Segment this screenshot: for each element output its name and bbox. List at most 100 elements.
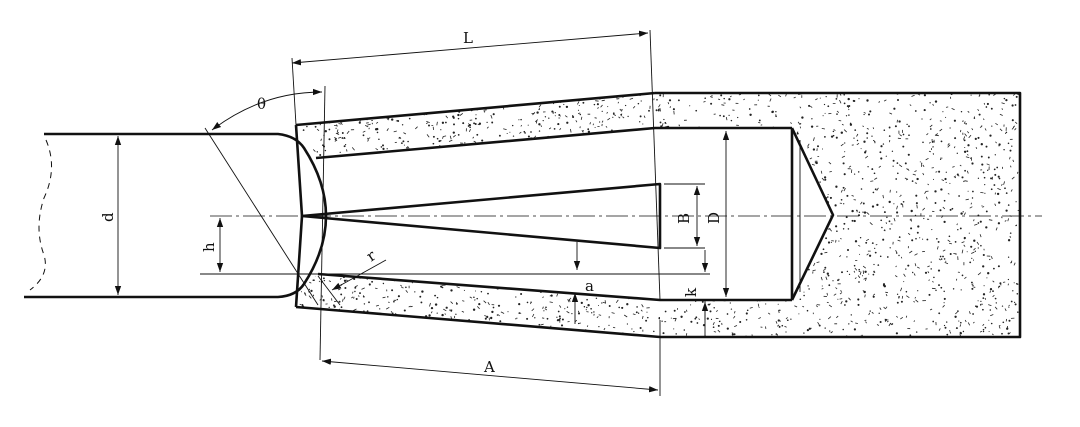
stipple-dot <box>706 153 709 156</box>
stipple-dot <box>821 285 823 287</box>
stipple-dot <box>674 138 677 142</box>
stipple-dot <box>771 334 773 336</box>
stipple-dot <box>669 198 673 202</box>
stipple-dot <box>949 252 952 256</box>
stipple-dot <box>438 140 441 143</box>
stipple-dot <box>844 142 846 144</box>
stipple-dot <box>816 261 820 263</box>
stipple-dot <box>915 202 918 205</box>
stipple-dot <box>945 106 949 108</box>
stipple-dot <box>777 303 779 305</box>
stipple-dot <box>579 113 582 116</box>
stipple-dot <box>662 332 665 335</box>
stipple-dot <box>682 259 685 262</box>
stipple-dot <box>819 318 821 320</box>
stipple-dot <box>931 140 934 143</box>
stipple-dot <box>858 268 861 271</box>
stipple-dot <box>989 134 992 137</box>
stipple-dot <box>1011 119 1014 122</box>
stipple-dot <box>699 197 702 200</box>
stipple-dot <box>729 302 731 304</box>
stipple-dot <box>441 286 444 289</box>
stipple-dot <box>428 329 430 332</box>
stipple-dot <box>843 129 847 133</box>
stipple-dot <box>847 228 850 230</box>
stipple-dot <box>507 311 509 313</box>
stipple-dot <box>412 106 416 109</box>
stipple-dot <box>556 148 559 152</box>
stipple-dot <box>402 322 405 326</box>
stipple-dot <box>708 292 712 295</box>
stipple-dot <box>643 115 646 118</box>
stipple-dot <box>775 115 777 118</box>
stipple-dot <box>978 113 981 116</box>
stipple-dot <box>879 320 882 324</box>
stipple-dot <box>822 223 825 225</box>
stipple-dot <box>489 329 492 332</box>
stipple-dot <box>664 310 667 313</box>
stipple-dot <box>882 284 885 287</box>
stipple-dot <box>421 93 423 96</box>
stipple-dot <box>503 275 506 277</box>
stipple-dot <box>951 108 955 111</box>
stipple-dot <box>854 277 857 280</box>
stipple-dot <box>338 136 342 139</box>
stipple-dot <box>331 111 334 113</box>
stipple-dot <box>853 137 855 139</box>
stipple-dot <box>557 310 560 313</box>
stipple-dot <box>734 325 738 327</box>
stipple-dot <box>770 269 774 273</box>
stipple-dot <box>837 279 839 282</box>
stipple-dot <box>776 150 778 152</box>
stipple-dot <box>326 108 328 111</box>
stipple-dot <box>694 201 696 204</box>
stipple-dot <box>397 329 399 331</box>
stipple-dot <box>977 177 980 179</box>
stipple-dot <box>939 209 942 212</box>
stipple-dot <box>985 106 988 108</box>
stipple-dot <box>1005 209 1008 212</box>
stipple-dot <box>577 112 581 115</box>
stipple-dot <box>433 104 437 108</box>
stipple-dot <box>835 185 838 188</box>
stipple-dot <box>346 149 348 152</box>
stipple-dot <box>964 146 966 149</box>
stipple-dot <box>612 113 617 116</box>
stipple-dot <box>648 109 650 112</box>
stipple-dot <box>611 312 615 314</box>
stipple-dot <box>716 166 719 169</box>
stipple-dot <box>497 304 501 307</box>
stipple-dot <box>741 146 744 149</box>
stipple-dot <box>982 328 985 331</box>
stipple-dot <box>734 310 736 314</box>
stipple-dot <box>606 144 609 147</box>
stipple-dot <box>664 258 666 260</box>
stipple-dot <box>711 141 713 144</box>
stipple-dot <box>548 117 550 119</box>
stipple-dot <box>393 95 396 97</box>
stipple-dot <box>582 130 584 132</box>
stipple-dot <box>863 113 865 116</box>
stipple-dot <box>657 170 660 173</box>
stipple-dot <box>760 146 762 148</box>
stipple-dot <box>629 97 634 100</box>
stipple-dot <box>455 313 457 315</box>
stipple-dot <box>869 222 873 226</box>
stipple-dot <box>655 332 658 335</box>
stipple-dot <box>651 131 653 136</box>
stipple-dot <box>663 240 665 243</box>
stipple-dot <box>763 273 765 275</box>
stipple-dot <box>815 305 818 308</box>
stipple-dot <box>818 324 821 327</box>
stipple-dot <box>857 303 860 306</box>
stipple-dot <box>594 291 598 295</box>
stipple-dot <box>562 94 564 96</box>
stipple-dot <box>508 153 512 157</box>
stipple-dot <box>963 180 965 183</box>
stipple-dot <box>518 119 520 121</box>
stipple-dot <box>820 170 823 174</box>
stipple-dot <box>358 121 361 124</box>
stipple-dot <box>645 319 648 322</box>
stipple-dot <box>801 116 804 119</box>
stipple-dot <box>898 297 900 299</box>
